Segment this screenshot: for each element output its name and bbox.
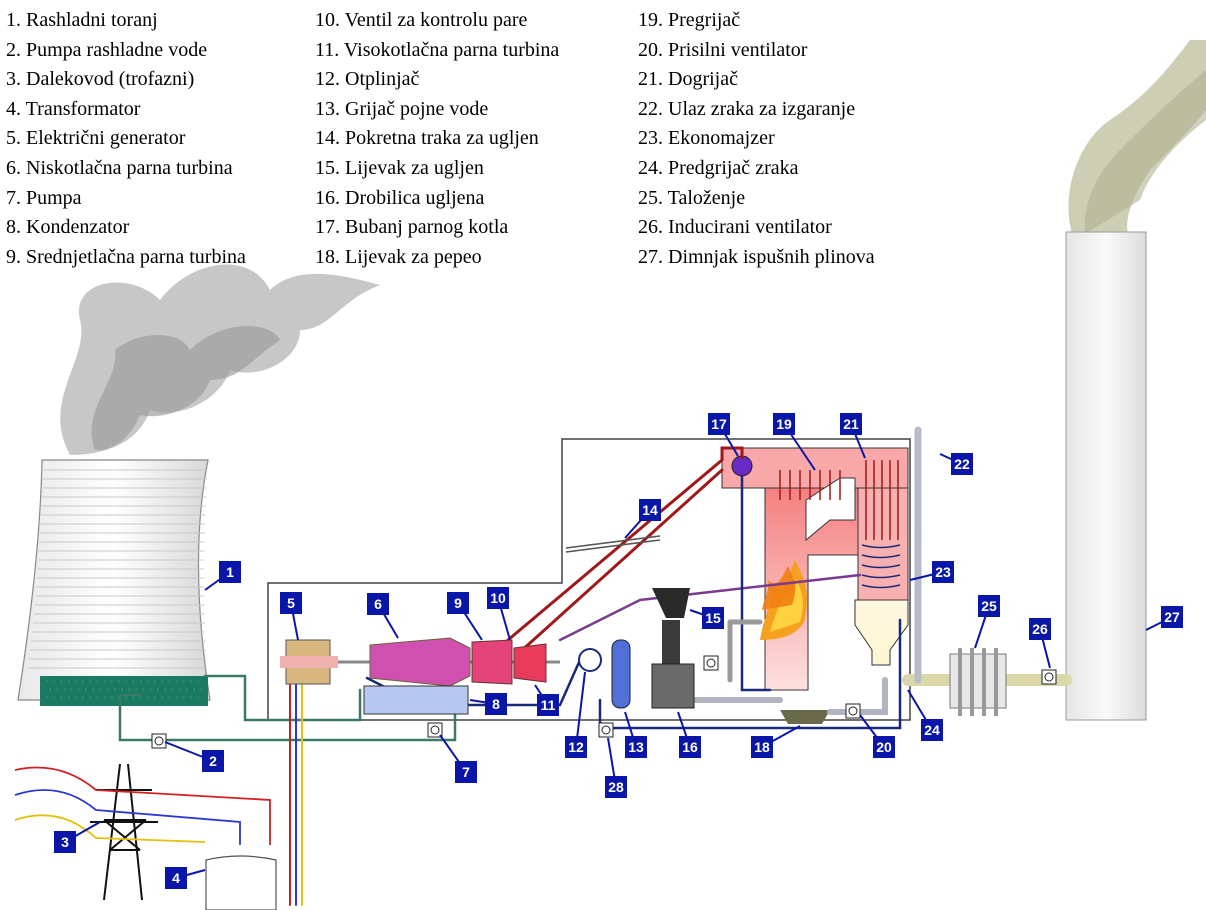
badge-label: 6 [374,596,382,612]
badge-24: 24 [908,690,943,741]
badge-label: 13 [628,739,644,755]
badge-label: 7 [462,764,470,780]
pump-symbol [846,704,860,718]
pump-symbol [599,723,613,737]
chimney [1066,232,1146,720]
badge-18: 18 [751,726,800,758]
badge-label: 18 [754,739,770,755]
transmission-tower [90,764,158,900]
badge-label: 23 [935,564,951,580]
badge-label: 16 [682,739,698,755]
badge-6: 6 [367,593,398,638]
badge-label: 15 [705,610,721,626]
badge-label: 9 [454,595,462,611]
badge-1: 1 [205,561,241,590]
badge-7: 7 [440,735,477,783]
badge-3: 3 [54,822,100,853]
badge-28: 28 [605,738,627,798]
badge-label: 24 [924,722,940,738]
badge-16: 16 [678,712,701,758]
badge-label: 4 [172,870,180,886]
badge-label: 26 [1032,621,1048,637]
lp-turbine [370,638,470,686]
badge-label: 25 [981,598,997,614]
transformer [206,856,276,910]
deaerator [579,649,601,671]
badge-label: 22 [954,456,970,472]
badge-label: 17 [711,416,727,432]
badge-label: 21 [843,416,859,432]
badge-label: 12 [568,739,584,755]
chimney-smoke [1068,40,1206,234]
badge-26: 26 [1029,618,1051,668]
pump-symbol [704,656,718,670]
badge-4: 4 [165,867,205,889]
badge-9: 9 [447,592,482,640]
badge-label: 28 [608,779,624,795]
badge-14: 14 [625,499,661,538]
pump-symbol [428,723,442,737]
badge-11: 11 [535,685,559,716]
badge-2: 2 [165,742,224,772]
feedwater-heater [612,640,630,708]
badge-label: 19 [776,416,792,432]
badge-27: 27 [1146,606,1183,630]
badge-label: 8 [492,696,500,712]
power-lines [15,768,270,846]
cooling-tower [18,460,210,706]
pump-symbol [152,734,166,748]
hp-turbine [514,644,546,682]
ip-turbine [472,640,512,684]
badge-label: 2 [209,753,217,769]
badge-label: 5 [287,595,295,611]
precipitator [950,648,1006,716]
badge-label: 1 [226,564,234,580]
badge-10: 10 [487,587,510,640]
badge-25: 25 [975,595,1000,648]
badge-label: 10 [490,590,506,606]
condenser [364,686,468,714]
pump-symbol [1042,670,1056,684]
badge-label: 3 [61,834,69,850]
boiler [722,448,908,724]
badge-20: 20 [860,715,895,758]
badge-label: 14 [642,502,658,518]
badge-22: 22 [940,453,973,475]
badge-label: 27 [1164,609,1180,625]
cooling-tower-steam [60,265,380,455]
badge-15: 15 [690,607,724,629]
badge-label: 11 [541,697,556,713]
badge-5: 5 [280,592,302,640]
badge-label: 20 [876,739,892,755]
badge-13: 13 [625,712,647,758]
